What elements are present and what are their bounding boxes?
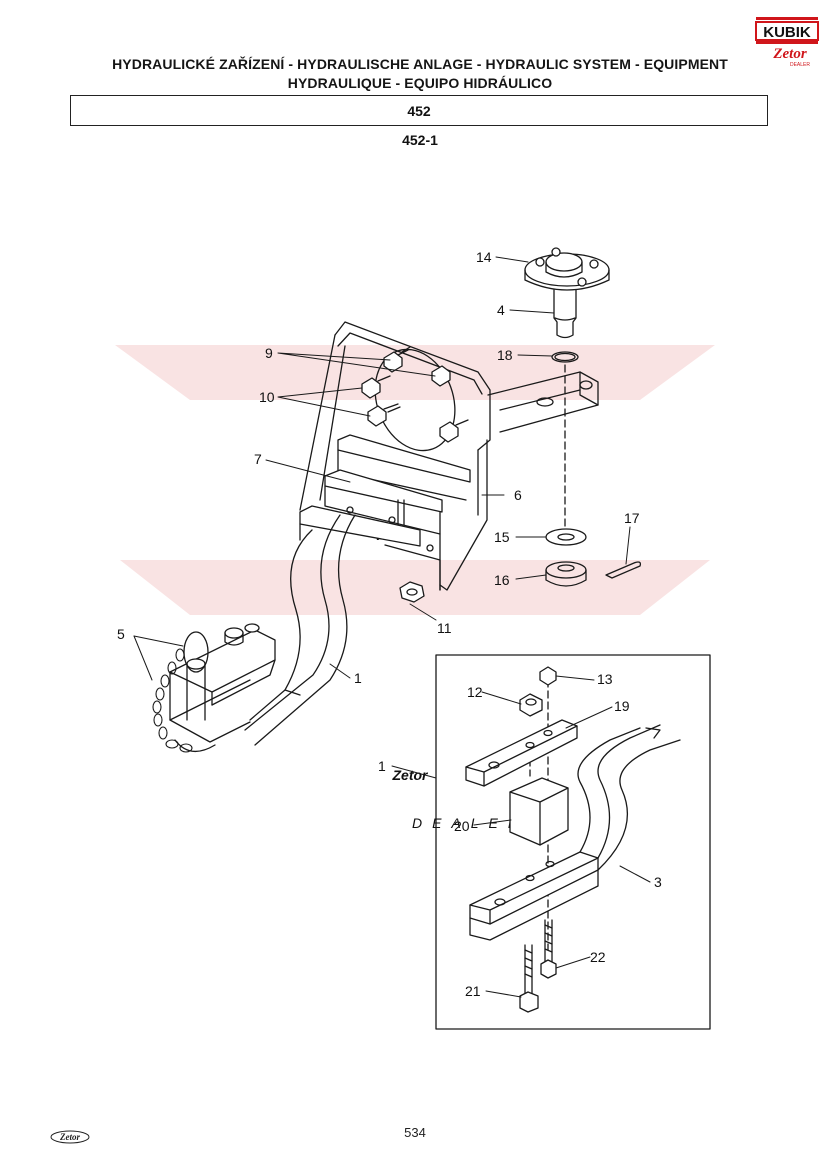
detail-inset-frame (435, 654, 711, 1030)
logo-kubik-text: KUBIK (763, 24, 811, 41)
cotter-pin-17 (605, 561, 642, 579)
callout-11: 11 (437, 620, 452, 636)
watermark-zetor-text: Zetor (392, 767, 430, 783)
washer-15 (545, 528, 587, 546)
footer-logo-text: Zetor (59, 1132, 80, 1142)
callout-6: 6 (514, 487, 522, 503)
page-title-line-1: HYDRAULICKÉ ZAŘÍZENÍ - HYDRAULISCHE ANLA… (112, 56, 728, 72)
inset-detail-parts (465, 666, 681, 1013)
page-number: 534 (404, 1125, 426, 1140)
logo-zetor-text: Zetor (772, 46, 806, 62)
callout-9: 9 (265, 345, 273, 361)
subgroup-code: 452-1 (402, 132, 438, 148)
callout-13: 13 (597, 671, 613, 687)
callout-4: 4 (497, 302, 505, 318)
callout-10: 10 (259, 389, 275, 405)
callout-22: 22 (590, 949, 606, 965)
nut-11 (399, 581, 425, 603)
support-beam-part (487, 371, 599, 433)
group-code-box: 452 (70, 95, 768, 126)
safety-chain (152, 648, 193, 753)
zetor-footer-logo: Zetor (50, 1130, 90, 1144)
logo-dealer-text: DEALER (790, 62, 810, 68)
mounting-plate-part (299, 321, 491, 591)
callout-16: 16 (494, 572, 510, 588)
callout-7: 7 (254, 451, 262, 467)
bolts-group (361, 346, 469, 443)
callout-5: 5 (117, 626, 125, 642)
callout-20: 20 (454, 818, 470, 834)
group-code: 452 (407, 102, 431, 119)
kubik-zetor-dealer-logo: KUBIK Zetor DEALER (755, 17, 819, 68)
castle-nut-16 (545, 561, 587, 587)
drawbar-arm-part (244, 514, 356, 746)
flange-shaft-part (524, 247, 610, 363)
callout-1-inset: 1 (378, 758, 386, 774)
callout-labels: 14 4 18 9 10 7 6 17 15 16 11 5 1 13 12 1… (117, 249, 662, 999)
callout-21: 21 (465, 983, 481, 999)
callout-15: 15 (494, 529, 510, 545)
clamp-bars-part (299, 434, 471, 591)
hitch-block-part (169, 623, 276, 752)
callout-12: 12 (467, 684, 483, 700)
callout-3: 3 (654, 874, 662, 890)
page-title-line-2: HYDRAULIQUE - EQUIPO HIDRÁULICO (287, 75, 553, 91)
watermark-dealer-text: DEALER (412, 815, 528, 831)
callout-1: 1 (354, 670, 362, 686)
callout-14: 14 (476, 249, 492, 265)
callout-19: 19 (614, 698, 630, 714)
callout-17: 17 (624, 510, 640, 526)
callout-18: 18 (497, 347, 513, 363)
leader-lines (133, 256, 651, 998)
